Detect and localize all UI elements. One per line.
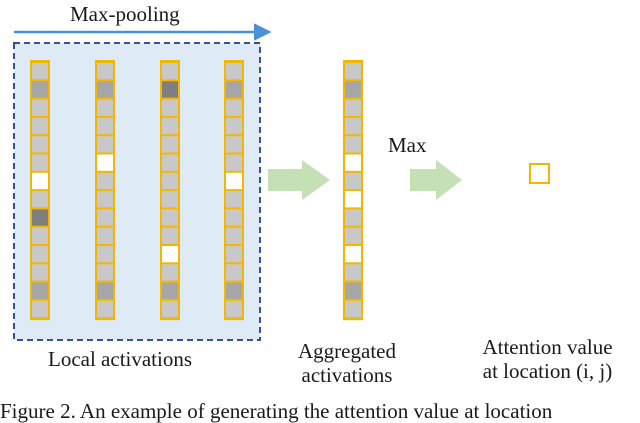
aggregated-column-cell bbox=[345, 246, 361, 263]
aggregated-column-cell bbox=[345, 209, 361, 226]
local-column-3-cell bbox=[162, 209, 178, 226]
local-column-1-cell bbox=[32, 282, 48, 299]
local-column-4-cell bbox=[226, 227, 242, 244]
aggregated-column-cell bbox=[345, 191, 361, 208]
local-column-1-cell bbox=[32, 63, 48, 80]
local-column-1-cell bbox=[32, 81, 48, 98]
local-column-2-cell bbox=[97, 282, 113, 299]
local-column-2-cell bbox=[97, 246, 113, 263]
local-column-3-cell bbox=[162, 227, 178, 244]
local-column-3-cell bbox=[162, 300, 178, 318]
aggregated-column-cell bbox=[345, 99, 361, 116]
local-column-4-cell bbox=[226, 99, 242, 116]
attention-line-1: Attention value bbox=[482, 335, 613, 359]
attention-line-2: at location (i, j) bbox=[482, 359, 613, 383]
local-column-2-cell bbox=[97, 300, 113, 318]
local-column-4-cell bbox=[226, 209, 242, 226]
local-column-3-cell bbox=[162, 246, 178, 263]
local-column-1-cell bbox=[32, 264, 48, 281]
local-column-2-cell bbox=[97, 172, 113, 190]
local-column-2-cell bbox=[97, 191, 113, 208]
aggregated-activation-column bbox=[343, 60, 363, 321]
aggregated-line-2: activations bbox=[301, 363, 393, 387]
local-column-3-cell bbox=[162, 282, 178, 299]
aggregate-arrow bbox=[268, 160, 330, 200]
local-column-1-cell bbox=[32, 117, 48, 135]
local-column-4-cell bbox=[226, 136, 242, 153]
local-column-1-cell bbox=[32, 136, 48, 153]
local-column-4-cell bbox=[226, 63, 242, 80]
local-column-4-cell bbox=[226, 172, 242, 190]
aggregated-column-cell bbox=[345, 63, 361, 80]
local-activations-panel bbox=[13, 42, 261, 341]
local-column-4-cell bbox=[226, 300, 242, 318]
local-column-1-cell bbox=[32, 246, 48, 263]
local-column-2-cell bbox=[97, 99, 113, 116]
local-column-4-cell bbox=[226, 191, 242, 208]
aggregated-column-cell bbox=[345, 136, 361, 153]
local-column-3-frame bbox=[160, 60, 180, 321]
aggregated-column-cell bbox=[345, 264, 361, 281]
local-column-2-cell bbox=[97, 63, 113, 80]
local-column-4-frame bbox=[224, 60, 244, 321]
local-column-1-cell bbox=[32, 191, 48, 208]
local-column-4-cell bbox=[226, 117, 242, 135]
local-activation-columns bbox=[30, 60, 244, 321]
local-column-3-cell bbox=[162, 136, 178, 153]
local-column-4-cell bbox=[226, 81, 242, 98]
local-column-4-cell bbox=[226, 282, 242, 299]
local-column-3-cell bbox=[162, 154, 178, 171]
local-column-3-cell bbox=[162, 172, 178, 190]
local-column-2-cell bbox=[97, 117, 113, 135]
local-column-3-cell bbox=[162, 264, 178, 281]
attention-value-cell bbox=[529, 163, 550, 184]
local-column-1-frame bbox=[30, 60, 50, 321]
aggregated-column-cell bbox=[345, 227, 361, 244]
local-column-1-cell bbox=[32, 300, 48, 318]
local-column-4-cell bbox=[226, 264, 242, 281]
local-column-4-cell bbox=[226, 246, 242, 263]
aggregated-line-1: Aggregated bbox=[298, 339, 396, 363]
max-arrow bbox=[410, 160, 462, 200]
aggregated-column-cell bbox=[345, 117, 361, 135]
local-column-2-cell bbox=[97, 227, 113, 244]
aggregated-column-frame bbox=[343, 60, 363, 321]
local-column-3-cell bbox=[162, 117, 178, 135]
local-column-1-cell bbox=[32, 172, 48, 190]
local-column-2-cell bbox=[97, 209, 113, 226]
local-column-3-cell bbox=[162, 81, 178, 98]
local-column-1-cell bbox=[32, 99, 48, 116]
local-column-1-cell bbox=[32, 209, 48, 226]
local-column-3-cell bbox=[162, 99, 178, 116]
local-column-2-frame bbox=[95, 60, 115, 321]
local-column-3-cell bbox=[162, 191, 178, 208]
local-column-2-cell bbox=[97, 136, 113, 153]
local-column-3-cell bbox=[162, 63, 178, 80]
local-column-2-cell bbox=[97, 154, 113, 171]
local-column-2-cell bbox=[97, 264, 113, 281]
aggregated-activations-label: Aggregated activations bbox=[272, 339, 422, 387]
local-activations-label: Local activations bbox=[48, 347, 193, 371]
local-column-4-cell bbox=[226, 154, 242, 171]
aggregated-column-cell bbox=[345, 154, 361, 171]
local-column-1-cell bbox=[32, 154, 48, 171]
max-label: Max bbox=[388, 133, 427, 157]
aggregated-column-cell bbox=[345, 282, 361, 299]
aggregated-column-cell bbox=[345, 300, 361, 318]
figure-caption: Figure 2. An example of generating the a… bbox=[0, 399, 553, 423]
local-column-2-cell bbox=[97, 81, 113, 98]
attention-value-label: Attention value at location (i, j) bbox=[455, 335, 640, 383]
local-column-1-cell bbox=[32, 227, 48, 244]
aggregated-column-cell bbox=[345, 172, 361, 190]
aggregated-column-cell bbox=[345, 81, 361, 98]
max-pooling-label: Max-pooling bbox=[70, 2, 180, 26]
